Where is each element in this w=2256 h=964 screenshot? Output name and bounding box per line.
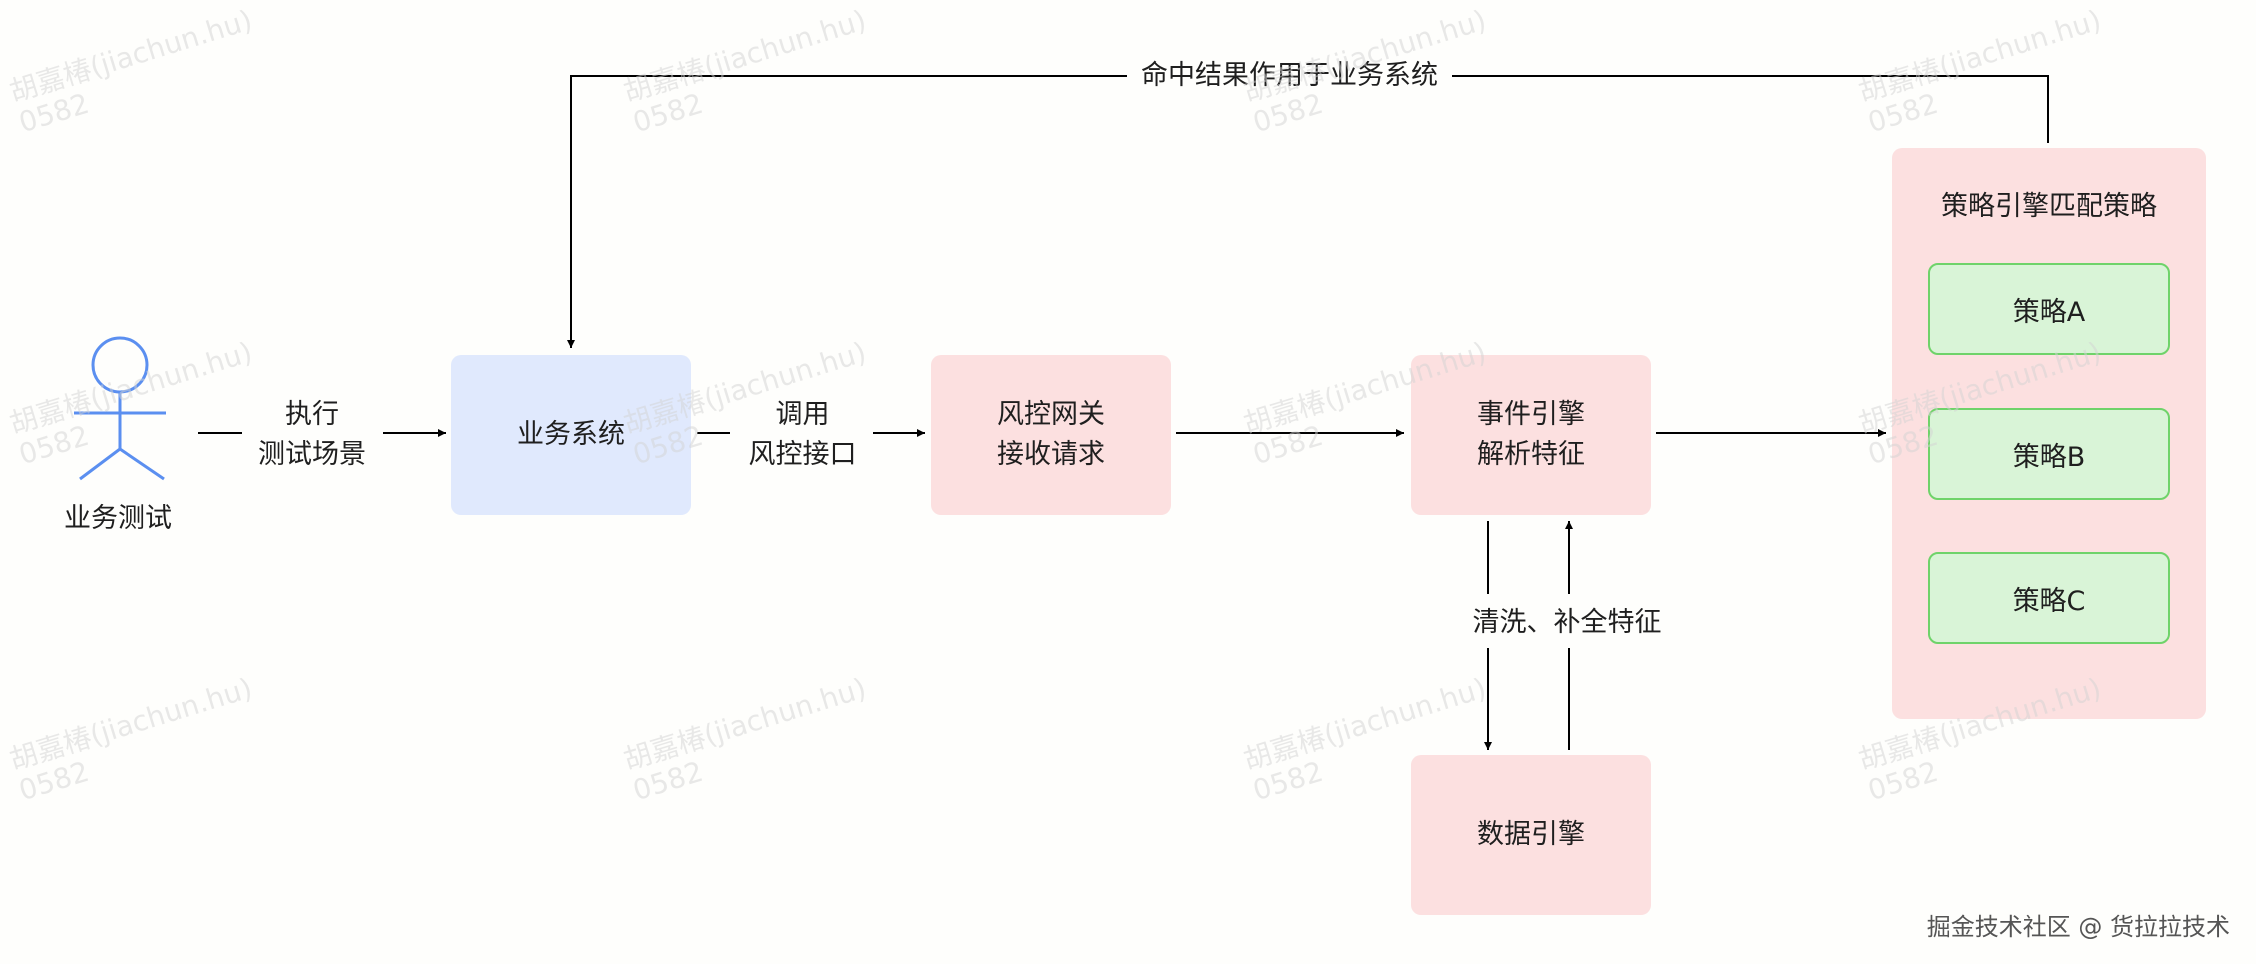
edge-label-invoke: 调用 风控接口 xyxy=(748,399,857,470)
node-event-engine: 事件引擎 解析特征 xyxy=(1411,355,1651,515)
edge-label-feedback: 命中结果作用于业务系统 xyxy=(1127,58,1452,94)
edge-label-execute: 执行 测试场景 xyxy=(258,399,366,470)
strategy-engine-container: 策略引擎匹配策略 策略A 策略B 策略C xyxy=(1892,148,2206,719)
node-risk-gateway: 风控网关 接收请求 xyxy=(931,355,1171,515)
footer-credit: 掘金技术社区 @ 货拉拉技术 xyxy=(1926,913,2230,941)
edge-label-clean: 清洗、补全特征 xyxy=(1472,607,1662,638)
strategy-c: 策略C xyxy=(1928,552,2170,644)
person-icon xyxy=(74,336,166,481)
node-business-system: 业务系统 xyxy=(451,355,691,515)
strategy-engine-title: 策略引擎匹配策略 xyxy=(1941,191,2157,222)
strategy-a: 策略A xyxy=(1928,263,2170,355)
actor-label: 业务测试 xyxy=(64,503,172,534)
node-data-engine: 数据引擎 xyxy=(1411,755,1651,915)
strategy-b: 策略B xyxy=(1928,408,2170,500)
edge-feedback-loop xyxy=(567,75,2049,348)
